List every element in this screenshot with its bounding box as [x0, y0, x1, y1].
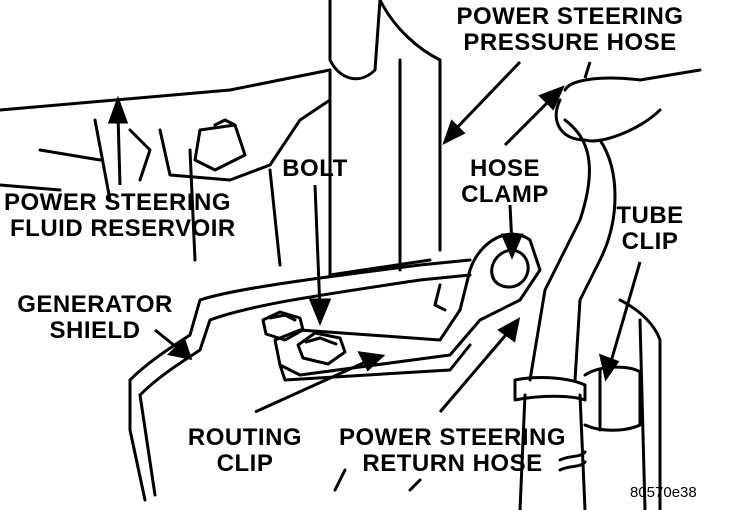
arrow-return-hose — [440, 320, 518, 412]
label-routing-clip: ROUTING CLIP — [187, 424, 303, 477]
arrow-bolt — [311, 185, 329, 322]
arrow-reservoir — [110, 100, 126, 185]
generator-shield-outline — [130, 260, 660, 510]
label-generator-shield: GENERATOR SHIELD — [17, 291, 173, 344]
engine-bracket — [0, 0, 440, 275]
arrow-tube-clip — [601, 262, 640, 378]
label-tube-clip: TUBE CLIP — [616, 202, 684, 255]
return-hose-marks — [335, 452, 585, 490]
label-hose-clamp: HOSE CLAMP — [461, 155, 549, 208]
arrow-hose-clamp-down — [503, 205, 521, 256]
label-fluid-reservoir: POWER STEERING FLUID RESERVOIR — [4, 189, 236, 242]
bolt-2 — [298, 333, 345, 364]
label-pressure-hose: POWER STEERING PRESSURE HOSE — [456, 3, 684, 56]
tube-clip-shape — [515, 367, 640, 430]
arrow-pressure-hose-1 — [445, 62, 520, 142]
arrow-generator-shield — [155, 330, 190, 358]
label-return-hose: POWER STEERING RETURN HOSE — [338, 424, 567, 477]
arrow-routing-clip — [255, 353, 382, 412]
arrow-pressure-hose-2 — [585, 62, 590, 78]
label-bolt: BOLT — [282, 155, 348, 182]
bolt-1 — [263, 312, 303, 340]
figure-number: 80570e38 — [630, 484, 697, 501]
reservoir-bolt — [195, 120, 245, 170]
arrow-hose-clamp — [505, 88, 562, 145]
